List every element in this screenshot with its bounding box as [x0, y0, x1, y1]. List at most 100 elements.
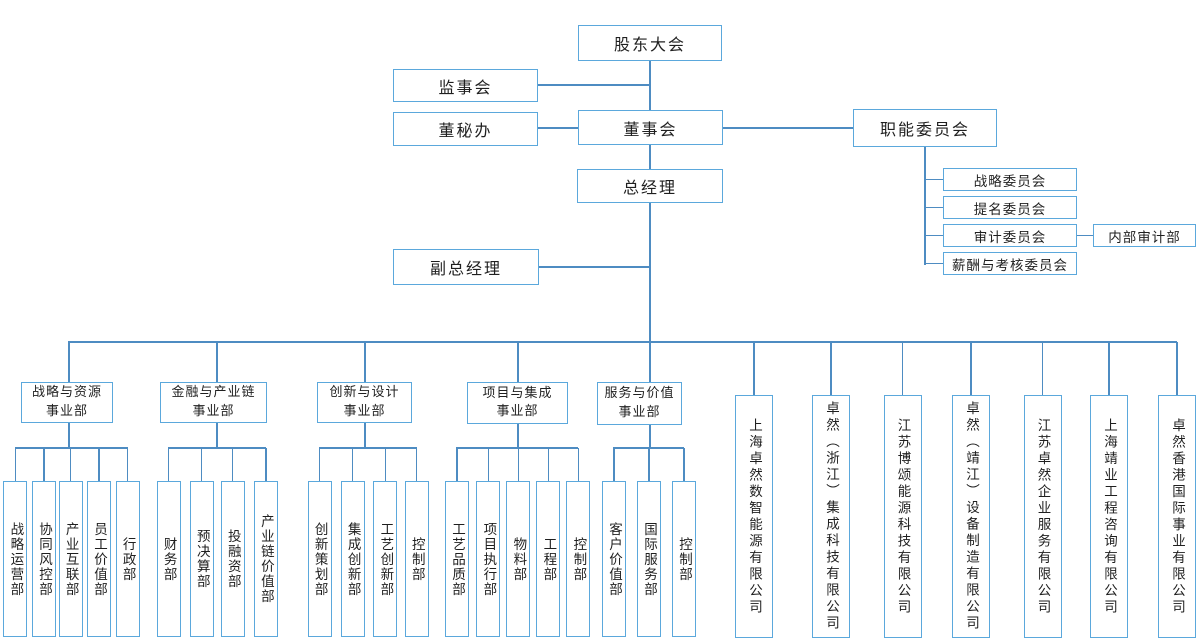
department-box: 财务部: [156, 481, 181, 637]
box-shareholders-meeting: 股东大会: [578, 25, 722, 61]
connector: [517, 423, 519, 448]
department-box: 工艺创新部: [373, 481, 398, 637]
connector: [415, 448, 418, 482]
internal-audit-box: 内部审计部: [1093, 224, 1196, 247]
connector: [539, 266, 650, 268]
connector: [648, 448, 650, 482]
connector: [517, 342, 519, 382]
connector: [231, 448, 234, 482]
connector: [924, 147, 926, 265]
company-label: 卓然（浙江）集成科技有限公司: [823, 401, 839, 632]
box-supervisory-board: 监事会: [393, 69, 538, 102]
company-label: 上海卓然数智能源有限公司: [746, 417, 762, 616]
connector: [265, 448, 267, 482]
connector: [753, 342, 755, 396]
connector: [1077, 234, 1093, 237]
company-label: 上海靖业工程咨询有限公司: [1101, 417, 1117, 616]
department-label: 战略运营部: [7, 521, 24, 597]
division-box-finance-industry-chain: 金融与产业链 事业部: [160, 382, 267, 423]
department-label: 投融资部: [224, 529, 241, 589]
department-box: 预决算部: [189, 481, 214, 637]
company-box: 卓然（靖江）设备制造有限公司: [952, 395, 990, 638]
department-box: 员工价值部: [87, 481, 111, 637]
department-label: 物料部: [510, 536, 527, 582]
department-box: 投融资部: [220, 481, 245, 637]
label: 股东大会: [613, 35, 686, 54]
department-label: 财务部: [160, 536, 177, 582]
connector: [538, 84, 650, 86]
department-box: 控制部: [672, 481, 696, 637]
department-label: 行政部: [119, 536, 136, 582]
connector: [318, 447, 417, 449]
department-box: 项目执行部: [476, 481, 501, 637]
connector: [126, 448, 129, 482]
label: 董事会: [623, 119, 678, 139]
company-box: 上海卓然数智能源有限公司: [735, 395, 773, 638]
department-label: 创新策划部: [311, 521, 328, 597]
connector: [1041, 342, 1044, 396]
connector: [925, 206, 943, 209]
department-label: 工艺品质部: [449, 521, 465, 597]
box-board-of-directors: 董事会: [578, 110, 723, 145]
connector: [925, 234, 943, 237]
connector: [14, 447, 128, 449]
connector: [538, 127, 578, 129]
connector: [318, 448, 321, 482]
company-box: 卓然（浙江）集成科技有限公司: [812, 395, 850, 638]
department-box: 产业链价值部: [253, 481, 278, 637]
department-box: 工艺品质部: [445, 481, 469, 637]
department-box: 国际服务部: [637, 481, 661, 637]
department-label: 预决算部: [193, 529, 210, 589]
connector: [364, 342, 366, 382]
connector: [649, 203, 651, 342]
label: 事业部: [343, 403, 386, 419]
connector: [98, 448, 100, 482]
committee-box-strategy: 战略委员会: [943, 168, 1077, 191]
department-label: 协同风控部: [36, 521, 52, 597]
label: 项目与集成: [482, 385, 553, 401]
connector: [487, 448, 490, 482]
connector: [925, 178, 943, 181]
connector: [69, 448, 72, 482]
department-label: 产业链价值部: [257, 514, 274, 604]
connector: [43, 448, 45, 482]
department-label: 控制部: [408, 536, 425, 582]
label: 事业部: [45, 403, 88, 419]
label: 董秘办: [438, 121, 493, 140]
committee-box-audit: 审计委员会: [943, 224, 1077, 247]
division-box-strategy-resources: 战略与资源 事业部: [21, 382, 113, 423]
company-label: 卓然香港国际事业有限公司: [1169, 417, 1185, 616]
connector: [456, 448, 458, 482]
connector: [613, 448, 615, 482]
department-box: 控制部: [404, 481, 429, 637]
connector: [723, 127, 853, 129]
department-label: 项目执行部: [480, 521, 497, 597]
connector: [351, 448, 354, 482]
company-box: 江苏卓然企业服务有限公司: [1023, 395, 1062, 638]
box-general-manager: 总经理: [577, 169, 723, 203]
division-box-innovation-design: 创新与设计 事业部: [317, 382, 412, 423]
label: 薪酬与考核委员会: [952, 257, 1068, 274]
connector: [830, 342, 832, 396]
label: 副总经理: [429, 259, 502, 278]
connector: [216, 342, 218, 382]
connector: [216, 423, 218, 448]
department-box: 客户价值部: [602, 481, 626, 637]
connector: [925, 262, 943, 265]
committee-box-nomination: 提名委员会: [943, 196, 1077, 219]
connector: [167, 447, 266, 449]
department-label: 产业互联部: [62, 521, 79, 597]
department-label: 集成创新部: [344, 521, 361, 597]
connector: [200, 448, 203, 482]
department-box: 产业互联部: [58, 481, 83, 637]
label: 服务与价值: [604, 386, 675, 402]
connector: [1176, 342, 1178, 396]
label: 战略委员会: [973, 173, 1047, 190]
department-label: 客户价值部: [606, 521, 622, 597]
label: 事业部: [618, 404, 661, 420]
division-box-service-value: 服务与价值 事业部: [597, 382, 682, 425]
connector: [613, 447, 685, 449]
connector: [1108, 342, 1110, 396]
connector: [649, 342, 651, 383]
